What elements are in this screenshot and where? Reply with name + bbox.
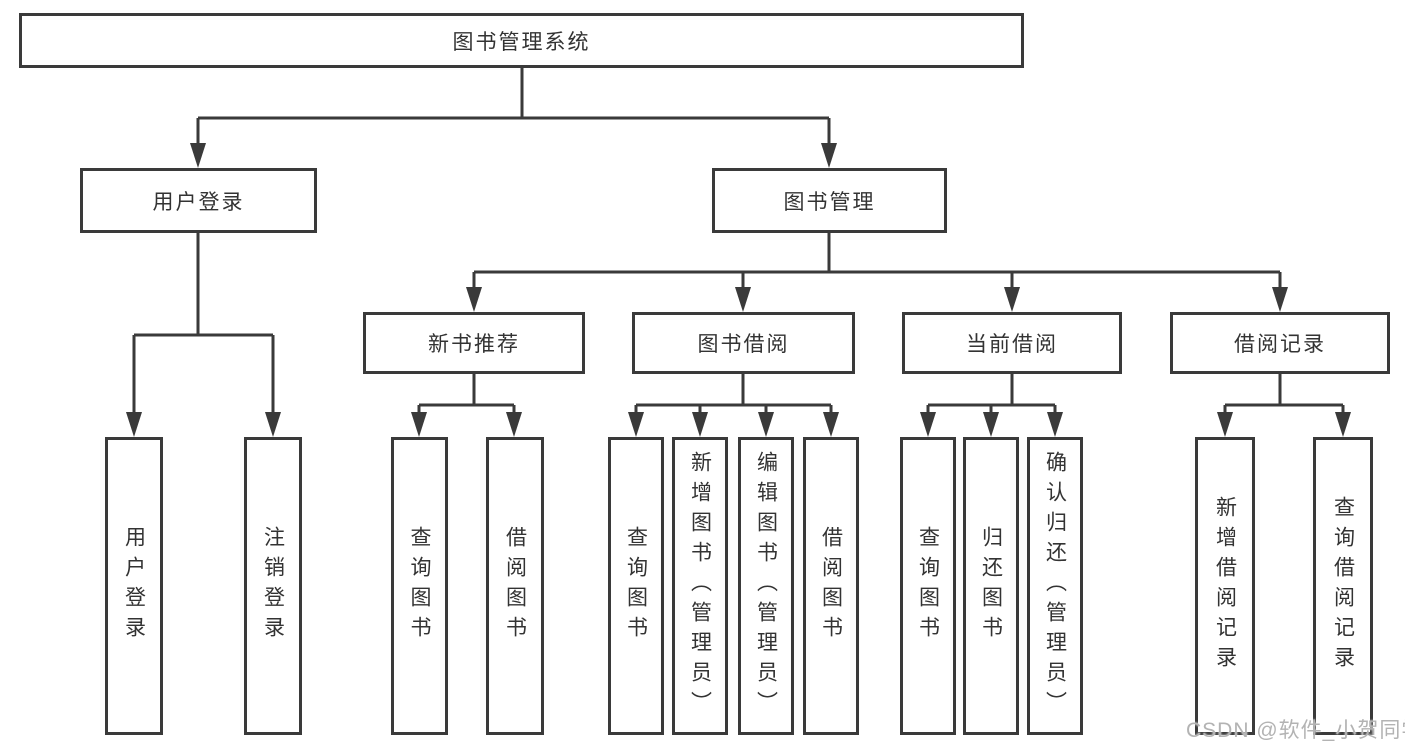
node-label: 编辑图书（管理员） (754, 451, 778, 721)
node-label: 新增图书（管理员） (688, 451, 712, 721)
leaf-current-search-books: 查询图书 (900, 437, 956, 735)
leaf-user-login: 用户登录 (105, 437, 163, 735)
leaf-borrowing-borrow-books: 借阅图书 (803, 437, 859, 735)
leaf-logout: 注销登录 (244, 437, 302, 735)
leaf-borrowing-add-books-admin: 新增图书（管理员） (672, 437, 728, 735)
node-label: 当前借阅 (966, 333, 1058, 356)
leaf-newrec-borrow-books: 借阅图书 (486, 437, 544, 735)
watermark-csdn: CSDN @软件_小贺同学 (1186, 719, 1405, 742)
node-label: 借阅图书 (503, 526, 527, 646)
arrowheads (126, 143, 1351, 437)
node-new-book-recommendation: 新书推荐 (363, 312, 585, 374)
node-book-borrowing: 图书借阅 (632, 312, 855, 374)
node-book-management: 图书管理 (712, 168, 947, 233)
node-label: 新增借阅记录 (1213, 496, 1237, 676)
node-borrowing-records: 借阅记录 (1170, 312, 1390, 374)
leaf-current-return-books: 归还图书 (963, 437, 1019, 735)
node-user-login: 用户登录 (80, 168, 317, 233)
node-label: 新书推荐 (428, 333, 520, 356)
node-label: 归还图书 (979, 526, 1003, 646)
node-label: 用户登录 (122, 526, 146, 646)
node-label: 查询图书 (916, 526, 940, 646)
node-label: 用户登录 (152, 190, 245, 214)
leaf-records-add-record: 新增借阅记录 (1195, 437, 1255, 735)
node-label: 确认归还（管理员） (1043, 451, 1067, 721)
node-label: 图书管理 (783, 190, 876, 214)
leaf-current-confirm-return-admin: 确认归还（管理员） (1027, 437, 1083, 735)
leaf-newrec-search-books: 查询图书 (391, 437, 448, 735)
node-label: 借阅图书 (819, 526, 843, 646)
node-label: 图书借阅 (697, 333, 790, 356)
node-label: 查询图书 (408, 526, 431, 646)
leaf-records-search-record: 查询借阅记录 (1313, 437, 1373, 735)
node-label: 查询图书 (624, 526, 648, 646)
leaf-borrowing-search-books: 查询图书 (608, 437, 664, 735)
node-label: 借阅记录 (1234, 333, 1326, 356)
leaf-borrowing-edit-books-admin: 编辑图书（管理员） (738, 437, 794, 735)
node-label: 图书管理系统 (452, 30, 591, 54)
node-label: 查询借阅记录 (1331, 496, 1355, 676)
node-label: 注销登录 (261, 526, 285, 646)
node-current-borrowing: 当前借阅 (902, 312, 1122, 374)
node-library-management-system: 图书管理系统 (19, 13, 1024, 68)
